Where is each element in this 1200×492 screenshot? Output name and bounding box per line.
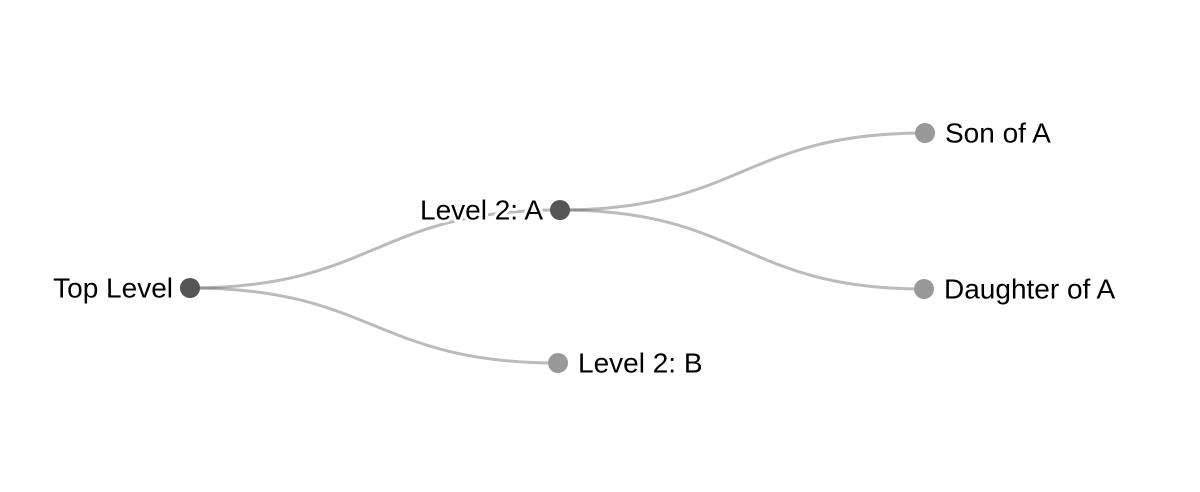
tree-link-level-2-a-to-son-of-a bbox=[559, 131, 926, 212]
tree-node-level-2-b[interactable]: Level 2: B bbox=[548, 345, 706, 382]
tree-links bbox=[189, 131, 926, 365]
node-circle-level-2-b[interactable] bbox=[548, 353, 568, 373]
tree-node-level-2-a[interactable]: Level 2: A bbox=[417, 192, 570, 229]
tree-node-daughter-of-a[interactable]: Daughter of A bbox=[914, 271, 1119, 308]
node-label-son-of-a: Son of A bbox=[945, 118, 1051, 149]
node-label-daughter-of-a: Daughter of A bbox=[944, 274, 1116, 305]
node-circle-son-of-a[interactable] bbox=[915, 123, 935, 143]
tree-node-son-of-a[interactable]: Son of A bbox=[915, 115, 1054, 152]
node-circle-level-2-a[interactable] bbox=[550, 200, 570, 220]
node-label-level-2-b: Level 2: B bbox=[578, 348, 703, 379]
tree-link-top-level-to-level-2-b bbox=[189, 286, 559, 365]
tree-node-top-level[interactable]: Top Level bbox=[50, 270, 200, 307]
tree-nodes: Top Level Level 2: A Level 2: B Son of A Dau… bbox=[50, 115, 1119, 382]
tree-link-top-level-to-level-2-a bbox=[189, 208, 561, 290]
node-circle-daughter-of-a[interactable] bbox=[914, 279, 934, 299]
node-label-top-level: Top Level bbox=[53, 273, 173, 304]
node-circle-top-level[interactable] bbox=[180, 278, 200, 298]
tree-link-level-2-a-to-daughter-of-a bbox=[559, 208, 925, 291]
node-label-level-2-a: Level 2: A bbox=[420, 195, 543, 226]
